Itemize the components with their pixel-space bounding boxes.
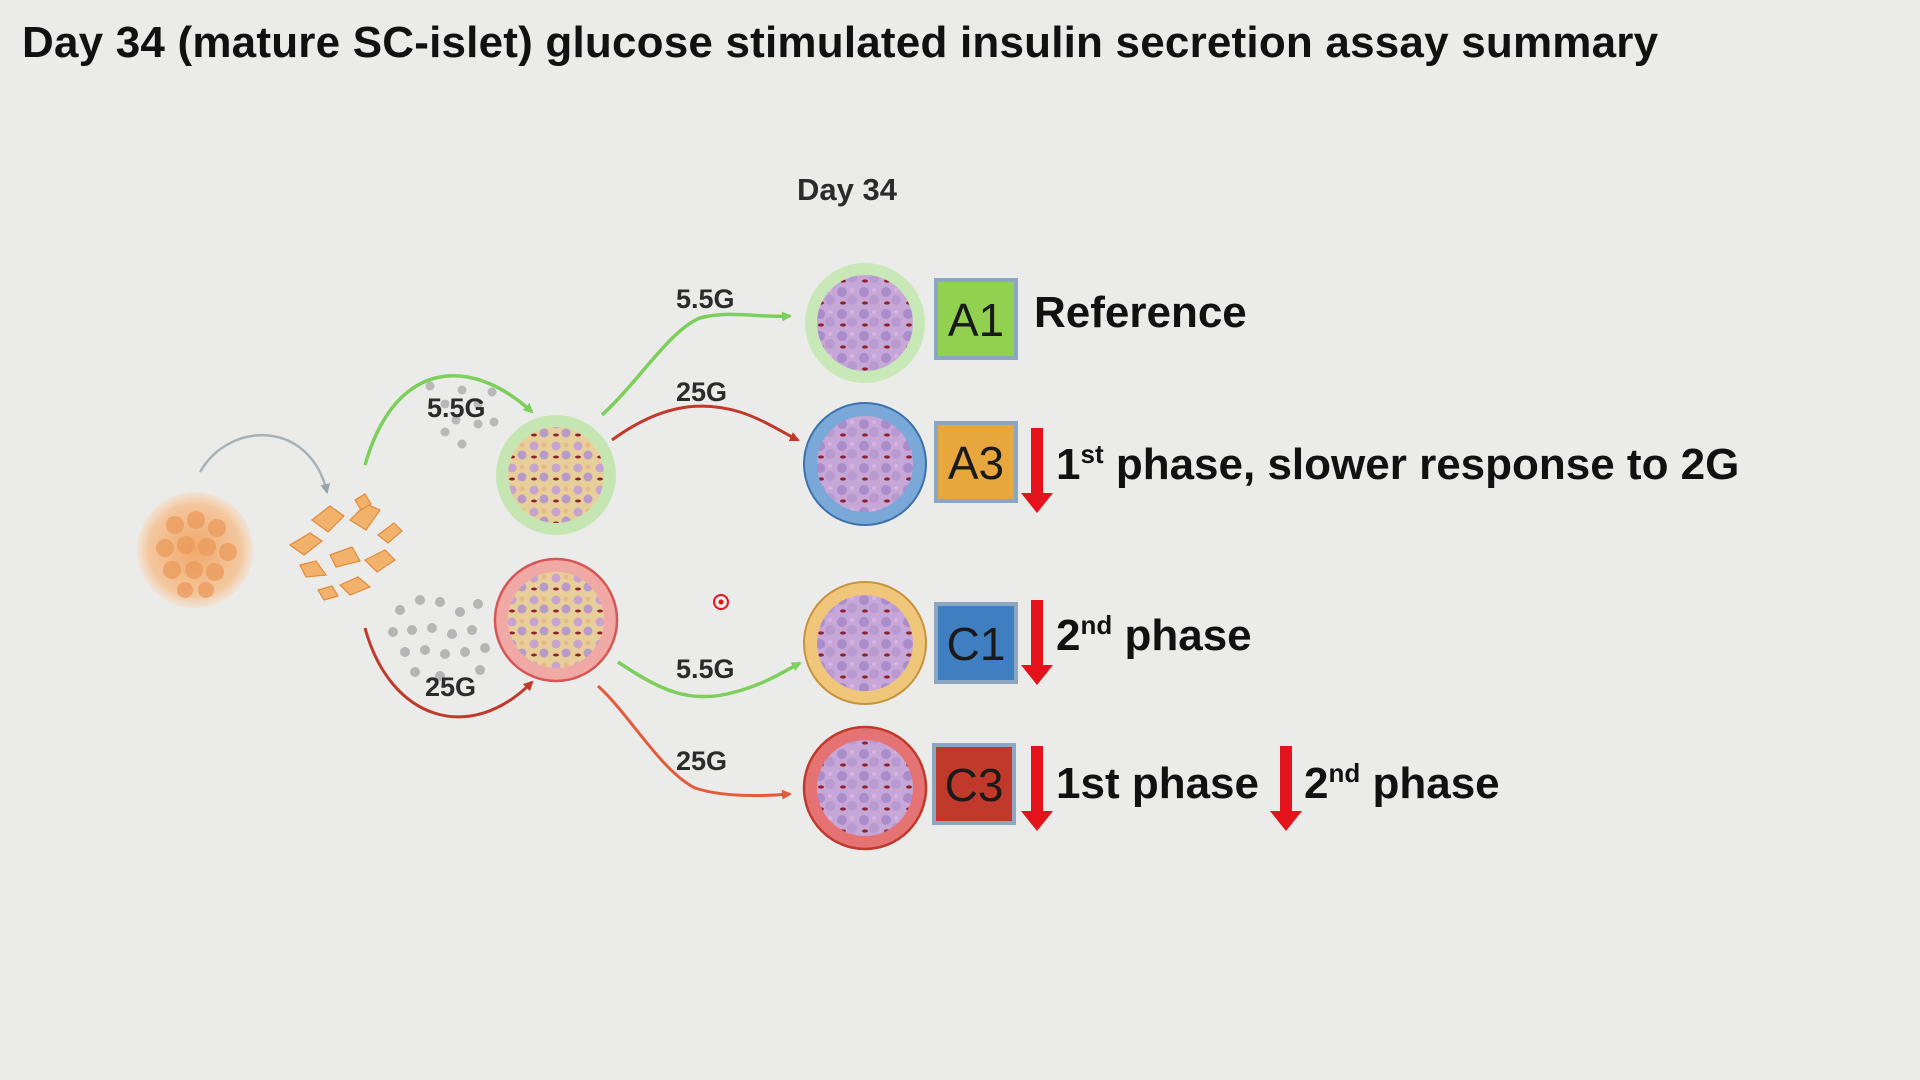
box-a1: A1 (934, 278, 1018, 360)
differentiating-cells (288, 493, 403, 601)
intermediate-islet-high (493, 557, 619, 683)
result-c1-sup: nd (1080, 610, 1113, 640)
arrow-to-a3 (611, 404, 800, 442)
result-c3-first: 1st phase (1056, 759, 1259, 808)
pointer-dot (713, 594, 729, 610)
arrow-to-a1 (600, 311, 792, 417)
label-c3-path: 25G (676, 746, 727, 776)
result-c3-text: phase (1360, 759, 1500, 808)
svg-text:A3: A3 (948, 437, 1004, 489)
result-c3-second: 2nd phase (1304, 759, 1500, 808)
svg-text:A1: A1 (948, 294, 1004, 346)
label-a1-path: 5.5G (676, 284, 735, 314)
result-a1: Reference (1034, 288, 1247, 337)
svg-text:C1: C1 (947, 618, 1006, 670)
result-c1-num: 2 (1056, 611, 1081, 660)
intermediate-islet-low (496, 415, 616, 535)
result-a3: 1st phase, slower response to 2G (1056, 440, 1740, 489)
first-arrow-55g (363, 374, 534, 466)
result-c3-num: 2 (1304, 759, 1329, 808)
glucose-dots-high (388, 595, 490, 681)
result-a3-num: 1 (1056, 440, 1081, 489)
result-c1: 2nd phase (1056, 611, 1252, 660)
result-c3-sup: nd (1328, 758, 1361, 788)
differentiation-arrow (198, 433, 331, 494)
result-c1-text: phase (1112, 611, 1252, 660)
decrease-arrow-c3-second (1270, 746, 1302, 831)
arrow-to-c3 (596, 684, 792, 800)
box-a3: A3 (934, 421, 1018, 503)
svg-text:C3: C3 (945, 759, 1004, 811)
label-first-55g: 5.5G (427, 393, 486, 423)
day-label: Day 34 (797, 172, 898, 207)
label-a3-path: 25G (676, 377, 727, 407)
decrease-arrow-c3-first (1021, 746, 1053, 831)
first-arrow-25g (363, 627, 534, 719)
islet-a3 (803, 402, 927, 526)
glucose-dots-low (425, 381, 499, 449)
islet-c3 (802, 725, 928, 851)
stem-cell-cluster (137, 492, 253, 608)
label-first-25g: 25G (425, 672, 476, 702)
box-c1: C1 (934, 602, 1018, 684)
islet-a1 (805, 263, 925, 383)
result-a3-text: phase, slower response to 2G (1103, 440, 1740, 489)
page-title: Day 34 (mature SC-islet) glucose stimula… (22, 18, 1659, 67)
result-a3-sup: st (1080, 439, 1104, 469)
islet-c1 (803, 581, 927, 705)
decrease-arrow-c1 (1021, 600, 1053, 685)
arrow-to-c1 (617, 660, 802, 699)
decrease-arrow-a3 (1021, 428, 1053, 513)
box-c3: C3 (932, 743, 1016, 825)
label-c1-path: 5.5G (676, 654, 735, 684)
